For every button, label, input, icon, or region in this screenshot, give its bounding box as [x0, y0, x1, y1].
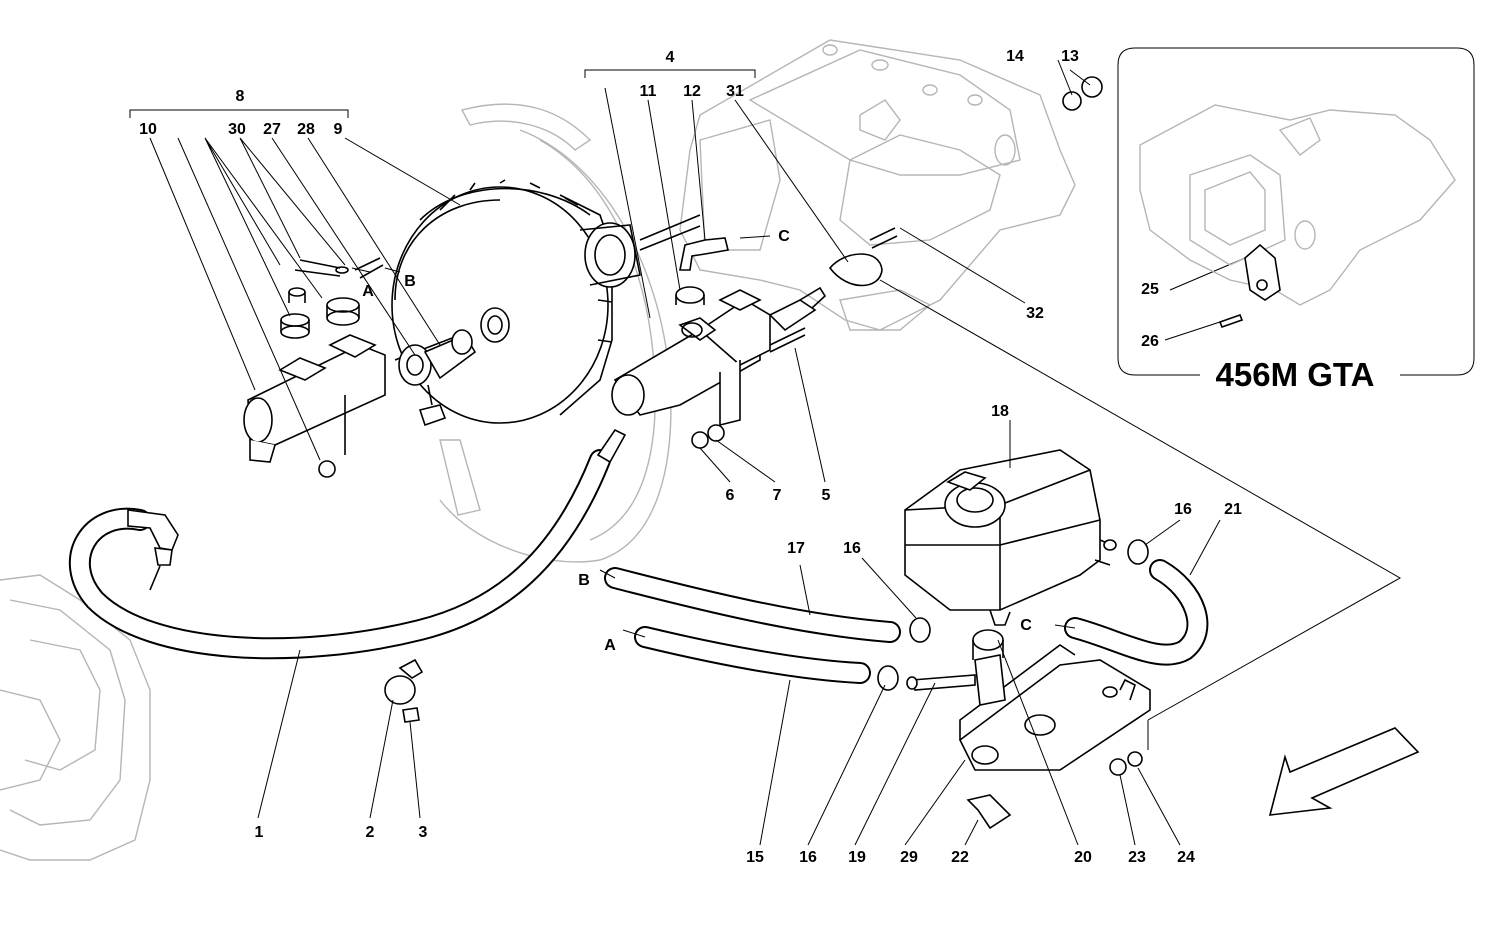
connector-c-top: C [778, 228, 790, 245]
hose-17 [604, 567, 901, 643]
callout-22: 22 [951, 849, 969, 866]
callout-30: 30 [228, 121, 246, 138]
hose-15 [634, 626, 871, 684]
callout-29: 29 [900, 849, 918, 866]
connector-letters: A B C A B C [362, 228, 1032, 654]
ghost-gearbox-outline [0, 574, 151, 861]
callout-8: 8 [236, 88, 245, 105]
callout-24: 24 [1177, 849, 1195, 866]
callout-3: 3 [419, 824, 428, 841]
callout-1: 1 [255, 824, 264, 841]
callout-16-bottom: 16 [799, 849, 817, 866]
servo-check-valve [398, 329, 477, 427]
callout-2: 2 [366, 824, 375, 841]
clutch-master-cylinder [611, 286, 827, 427]
reservoir-grommets [280, 257, 384, 339]
connector-b-top: B [404, 273, 416, 290]
fluid-reservoir [904, 449, 1117, 626]
callout-27: 27 [263, 121, 281, 138]
callout-15: 15 [746, 849, 764, 866]
ghost-transmission-housing [679, 39, 1076, 331]
callout-25: 25 [1141, 281, 1159, 298]
callout-18: 18 [991, 403, 1009, 420]
callout-9: 9 [334, 121, 343, 138]
direction-arrow [1268, 727, 1420, 816]
callout-7: 7 [773, 487, 782, 504]
inset-title: 456M GTA [1216, 356, 1375, 393]
callout-19: 19 [848, 849, 866, 866]
callout-31: 31 [726, 83, 744, 100]
callout-14: 14 [1006, 48, 1024, 65]
callout-12: 12 [683, 83, 701, 100]
connector-c-hose: C [1020, 617, 1032, 634]
callout-20: 20 [1074, 849, 1092, 866]
callout-17: 17 [787, 540, 805, 557]
callout-16-right: 16 [1174, 501, 1192, 518]
small-fasteners [318, 76, 1143, 830]
callout-28: 28 [297, 121, 315, 138]
callout-4: 4 [666, 49, 675, 66]
brake-servo-booster [391, 179, 613, 424]
tee-fitting-19-20 [906, 629, 1006, 706]
inset-456m-gta [1117, 47, 1475, 376]
servo-rear-flange [579, 214, 701, 288]
callout-21: 21 [1224, 501, 1242, 518]
reservoir-bracket [958, 644, 1151, 771]
brake-master-cylinder [243, 334, 461, 463]
callout-11: 11 [640, 83, 657, 100]
callout-labels: 1 2 3 4 5 6 7 8 9 10 11 12 13 14 15 16 1… [139, 48, 1242, 866]
callout-5: 5 [822, 487, 831, 504]
connector-a-top: A [362, 283, 374, 300]
callout-26: 26 [1141, 333, 1159, 350]
connector-a-hose: A [604, 637, 616, 654]
clutch-pressure-hose-1 [68, 428, 627, 660]
callout-10: 10 [139, 121, 157, 138]
callout-13: 13 [1061, 48, 1079, 65]
hose-clips [384, 539, 1149, 723]
connector-b-hose: B [578, 572, 590, 589]
leader-lines [129, 59, 1402, 846]
callout-16-middle: 16 [843, 540, 861, 557]
callout-32: 32 [1026, 305, 1044, 322]
callout-6: 6 [726, 487, 735, 504]
callout-23: 23 [1128, 849, 1146, 866]
hose-21 [1064, 559, 1209, 666]
